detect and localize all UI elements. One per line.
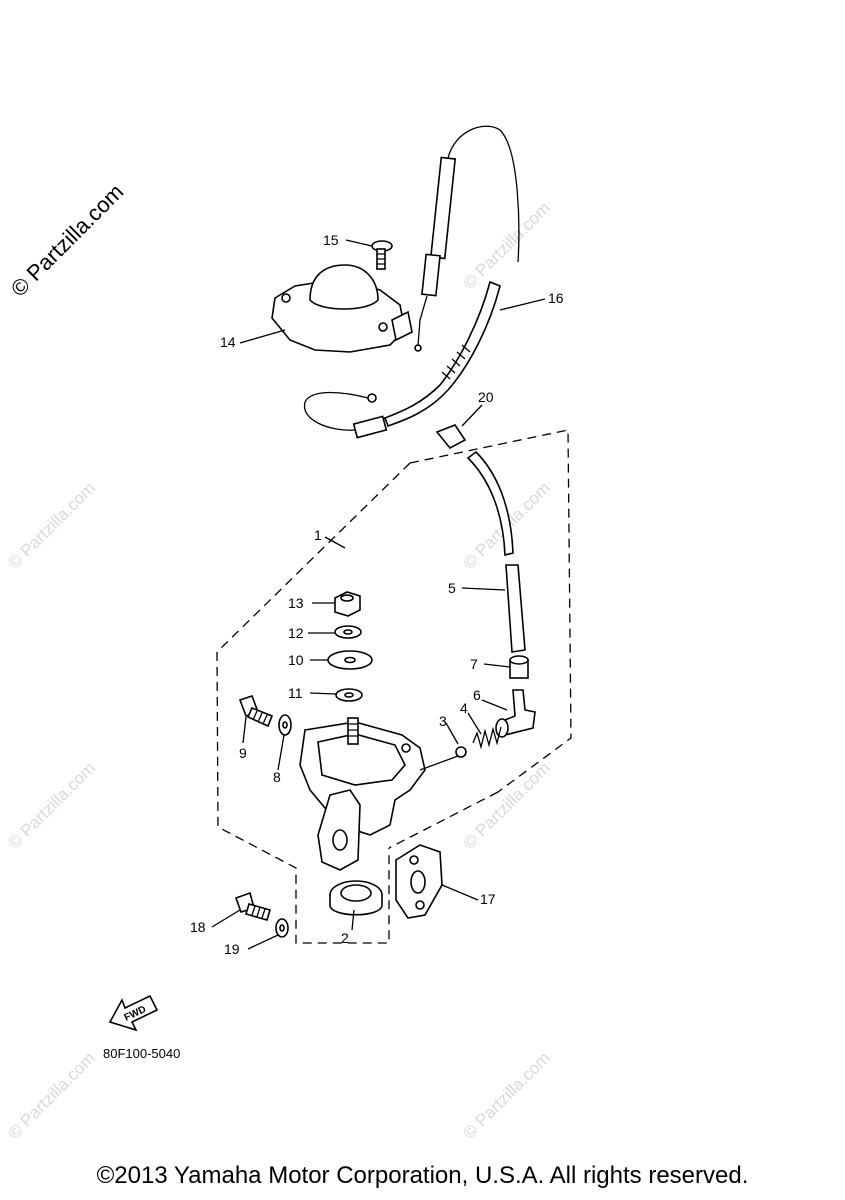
callout-11: 11 bbox=[288, 685, 303, 701]
part-13-nut bbox=[334, 591, 361, 617]
callout-4: 4 bbox=[460, 700, 468, 716]
copyright-notice: ©2013 Yamaha Motor Corporation, U.S.A. A… bbox=[96, 1162, 749, 1189]
part-8-washer bbox=[278, 714, 292, 736]
part-2-seal bbox=[329, 880, 383, 916]
part-16-hose bbox=[303, 280, 501, 439]
callouts: 15 14 16 20 1 5 13 12 10 7 11 6 4 3 9 8 … bbox=[190, 232, 564, 957]
part-9-bolt bbox=[238, 694, 274, 728]
fwd-arrow: FWD bbox=[108, 994, 159, 1032]
callout-1: 1 bbox=[314, 527, 322, 543]
callout-10: 10 bbox=[288, 652, 304, 668]
watermark-1: © Partzilla.com bbox=[459, 198, 553, 292]
callout-12: 12 bbox=[288, 625, 304, 641]
part-12-washer bbox=[334, 625, 362, 639]
callout-6: 6 bbox=[473, 687, 481, 703]
watermark-main: © Partzilla.com bbox=[6, 179, 129, 302]
part-14-cover bbox=[271, 264, 413, 353]
callout-18: 18 bbox=[190, 919, 206, 935]
part-10-washer bbox=[327, 650, 373, 670]
part-3-ball bbox=[455, 746, 467, 758]
callout-19: 19 bbox=[224, 941, 240, 957]
callout-3: 3 bbox=[439, 713, 447, 729]
callout-17: 17 bbox=[480, 891, 496, 907]
callout-7: 7 bbox=[470, 656, 478, 672]
callout-20: 20 bbox=[478, 389, 494, 405]
part-11-washer bbox=[335, 688, 363, 702]
callout-15: 15 bbox=[323, 232, 339, 248]
watermark-5: © Partzilla.com bbox=[459, 758, 553, 852]
watermark-2: © Partzilla.com bbox=[4, 478, 98, 572]
callout-14: 14 bbox=[220, 334, 236, 350]
diagram-code: 80F100-5040 bbox=[103, 1046, 180, 1061]
watermark-7: © Partzilla.com bbox=[459, 1048, 553, 1142]
callout-16: 16 bbox=[548, 290, 564, 306]
callout-8: 8 bbox=[273, 769, 281, 785]
part-6-elbow bbox=[495, 689, 536, 738]
part-15-screw bbox=[371, 240, 393, 270]
assembly-boundary bbox=[216, 429, 572, 944]
part-19-washer bbox=[275, 918, 289, 938]
part-5-hose bbox=[466, 450, 514, 557]
watermark-4: © Partzilla.com bbox=[4, 758, 98, 852]
cable-fitting bbox=[414, 156, 457, 352]
part-18-bolt bbox=[234, 891, 271, 921]
part-20-nut bbox=[435, 424, 467, 450]
part-17-gasket bbox=[395, 844, 443, 919]
callout-13: 13 bbox=[288, 595, 304, 611]
pump-body bbox=[299, 717, 459, 871]
cable-loop bbox=[447, 125, 520, 263]
part-4-spring bbox=[472, 726, 502, 750]
callout-2: 2 bbox=[341, 930, 349, 946]
callout-5: 5 bbox=[448, 580, 456, 596]
watermark-6: © Partzilla.com bbox=[4, 1048, 98, 1142]
part-5-hose-lower bbox=[505, 564, 526, 653]
callout-9: 9 bbox=[239, 745, 247, 761]
part-7-clip bbox=[509, 655, 529, 679]
leader-lines bbox=[211, 239, 546, 950]
